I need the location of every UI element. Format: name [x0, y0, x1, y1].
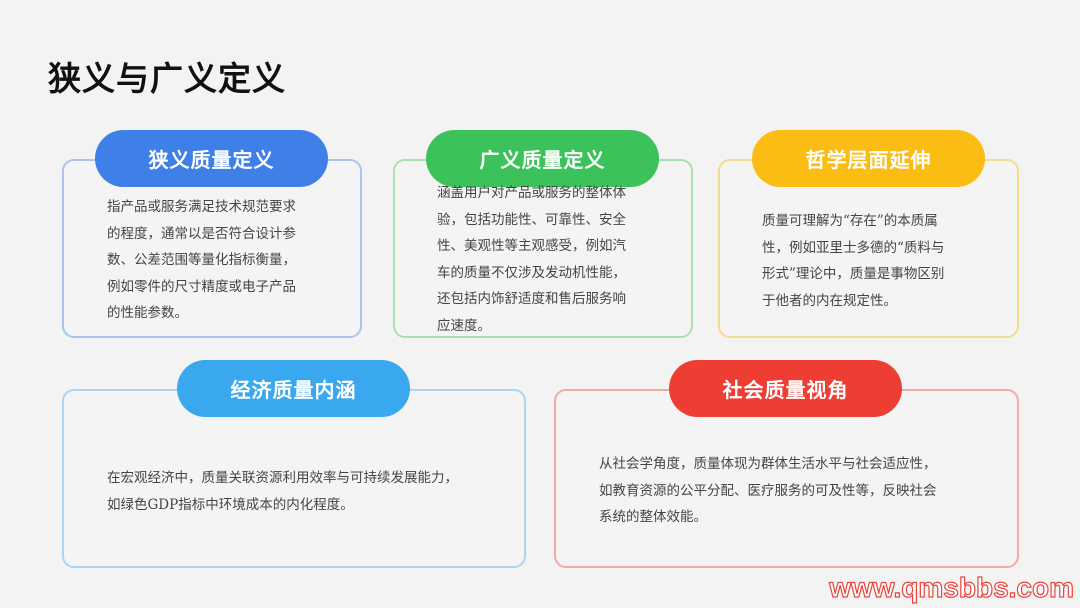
text-line: 在宏观经济中，质量关联资源利用效率与可持续发展能力，: [107, 470, 458, 486]
pill-social: 社会质量视角: [669, 360, 902, 417]
card-text-broad-definition: 涵盖用户对产品或服务的整体体验，包括功能性、可靠性、安全性、美观性等主观感受，例…: [437, 180, 626, 339]
text-line: 如绿色GDP指标中环境成本的内化程度。: [107, 496, 354, 513]
card-philosophy: [718, 159, 1019, 338]
text-line: 的程度，通常以是否符合设计参: [107, 225, 296, 242]
page-title: 狭义与广义定义: [48, 59, 286, 98]
text-line: 涵盖用户对产品或服务的整体体: [437, 185, 626, 201]
text-line: 于他者的内在规定性。: [762, 292, 897, 309]
card-broad-definition: [393, 159, 693, 338]
text-line: 形式”理论中，质量是事物区别: [762, 266, 945, 282]
text-line: 验，包括功能性、可靠性、安全: [437, 211, 626, 228]
card-narrow-definition: [62, 159, 362, 338]
pill-philosophy: 哲学层面延伸: [752, 130, 985, 187]
card-text-narrow-definition: 指产品或服务满足技术规范要求的程度，通常以是否符合设计参数、公差范围等量化指标衡…: [107, 194, 296, 327]
pill-narrow-definition: 狭义质量定义: [95, 130, 328, 187]
card-text-philosophy: 质量可理解为“存在”的本质属性，例如亚里士多德的“质料与形式”理论中，质量是事物…: [762, 208, 944, 314]
text-line: 质量可理解为“存在”的本质属: [762, 213, 938, 229]
text-line: 例如零件的尺寸精度或电子产品: [107, 278, 296, 295]
text-line: 车的质量不仅涉及发动机性能，: [437, 264, 626, 281]
text-line: 应速度。: [437, 317, 491, 334]
card-economic: [62, 389, 526, 568]
text-line: 从社会学角度，质量体现为群体生活水平与社会适应性，: [599, 456, 937, 472]
text-line: 指产品或服务满足技术规范要求: [107, 199, 296, 215]
text-line: 还包括内饰舒适度和售后服务响: [437, 291, 626, 307]
pill-economic: 经济质量内涵: [177, 360, 410, 417]
text-line: 数、公差范围等量化指标衡量，: [107, 252, 296, 268]
text-line: 性，例如亚里士多德的“质料与: [762, 239, 945, 256]
text-line: 性、美观性等主观感受，例如汽: [437, 238, 626, 254]
card-text-economic: 在宏观经济中，质量关联资源利用效率与可持续发展能力， 如绿色GDP指标中环境成本的…: [107, 465, 458, 518]
card-text-social: 从社会学角度，质量体现为群体生活水平与社会适应性， 如教育资源的公平分配、医疗服务…: [599, 451, 937, 531]
text-line: 如教育资源的公平分配、医疗服务的可及性等，反映社会: [599, 482, 937, 499]
card-social: [554, 389, 1019, 568]
pill-broad-definition: 广义质量定义: [426, 130, 659, 187]
text-line: 系统的整体效能。: [599, 509, 707, 525]
text-line: 的性能参数。: [107, 305, 188, 321]
watermark: www.qmsbbs.com: [829, 571, 1075, 603]
